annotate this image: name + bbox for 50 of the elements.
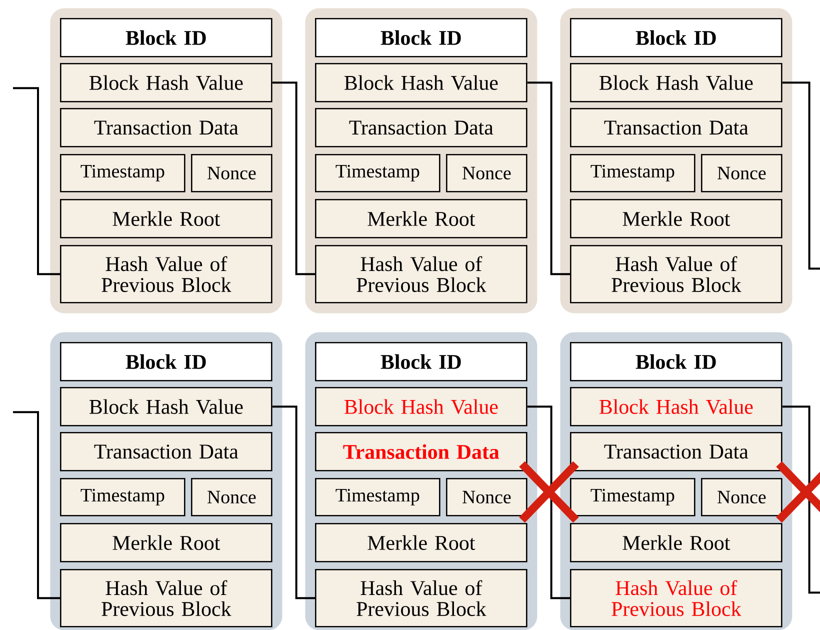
field-cell: Transaction Data: [570, 432, 782, 472]
field-cell: Nonce: [191, 478, 272, 516]
field-cell: Nonce: [446, 478, 528, 516]
header-cell: Block ID: [570, 18, 782, 58]
field-cell: Timestamp: [570, 154, 696, 192]
field-cell: Transaction Data: [315, 432, 528, 472]
field-cell: Timestamp: [315, 478, 440, 516]
connector-line: [272, 82, 315, 276]
field-cell: Block Hash Value: [570, 63, 782, 102]
field-cell: Hash Value of Previous Block: [570, 245, 782, 304]
field-cell: Block Hash Value: [570, 387, 782, 426]
field-cell: Nonce: [446, 154, 528, 192]
field-cell: Timestamp: [60, 154, 186, 192]
field-cell: Merkle Root: [315, 523, 528, 562]
field-cell: Hash Value of Previous Block: [315, 245, 528, 304]
field-cell: Nonce: [191, 154, 272, 192]
connector-line: [527, 406, 570, 600]
field-cell: Block Hash Value: [60, 63, 272, 102]
connector-line: [13, 87, 60, 276]
field-cell: Timestamp: [60, 478, 186, 516]
connector-line: [13, 411, 60, 600]
field-cell: Timestamp: [315, 154, 440, 192]
field-cell: Nonce: [701, 154, 782, 192]
field-cell: Transaction Data: [60, 432, 272, 472]
field-cell: Merkle Root: [60, 523, 272, 562]
field-cell: Merkle Root: [60, 199, 272, 238]
field-cell: Transaction Data: [570, 108, 782, 148]
connector-line: [782, 82, 820, 270]
header-cell: Block ID: [570, 342, 782, 382]
field-cell: Transaction Data: [60, 108, 272, 148]
field-cell: Merkle Root: [315, 199, 528, 238]
field-cell: Hash Value of Previous Block: [315, 569, 528, 628]
connector-line: [272, 406, 315, 600]
field-cell: Timestamp: [570, 478, 696, 516]
field-cell: Block Hash Value: [315, 63, 528, 102]
field-cell: Nonce: [701, 478, 782, 516]
header-cell: Block ID: [315, 342, 528, 382]
header-cell: Block ID: [60, 18, 272, 58]
header-cell: Block ID: [60, 342, 272, 382]
field-cell: Block Hash Value: [315, 387, 528, 426]
header-cell: Block ID: [315, 18, 528, 58]
connector-line: [527, 82, 570, 276]
field-cell: Merkle Root: [570, 199, 782, 238]
field-cell: Merkle Root: [570, 523, 782, 562]
field-cell: Transaction Data: [315, 108, 528, 148]
field-cell: Hash Value of Previous Block: [60, 245, 272, 304]
field-cell: Block Hash Value: [60, 387, 272, 426]
field-cell: Hash Value of Previous Block: [60, 569, 272, 628]
field-cell: Hash Value of Previous Block: [570, 569, 782, 628]
connector-line: [782, 406, 820, 594]
